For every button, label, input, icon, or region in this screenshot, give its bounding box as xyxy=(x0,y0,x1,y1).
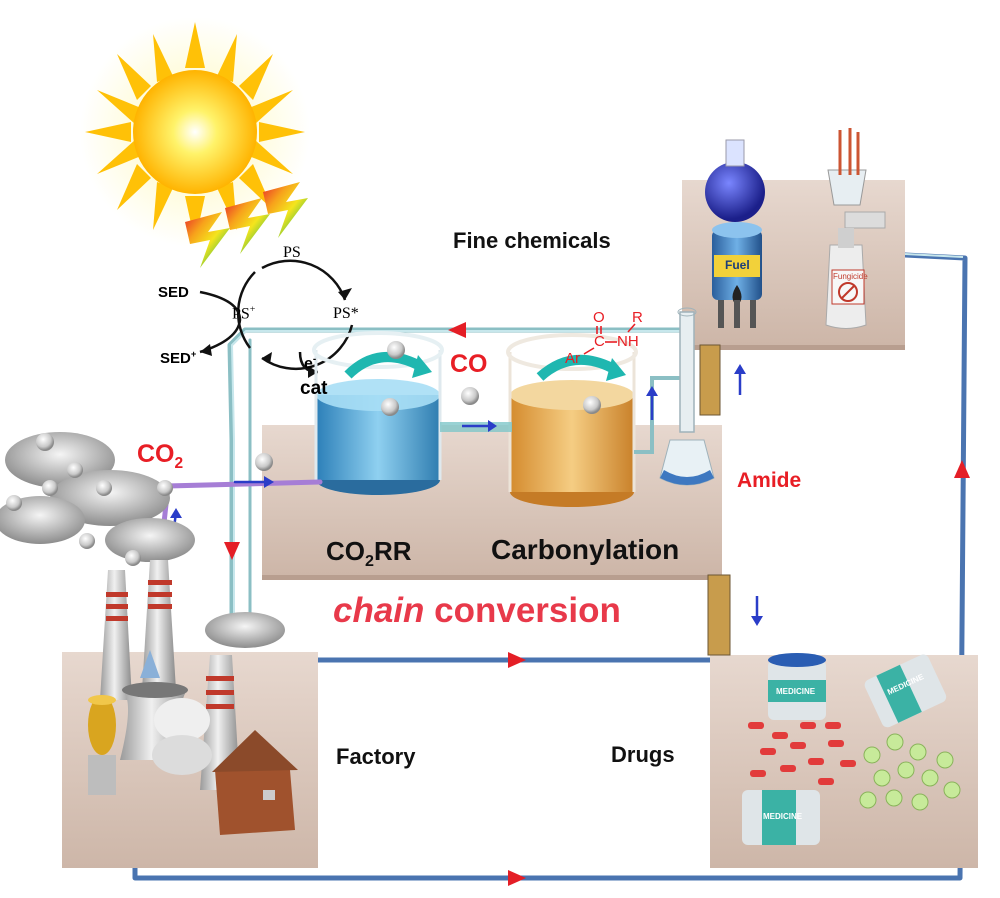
co2rr-label-a: CO xyxy=(326,536,365,566)
amide-label: Amide xyxy=(737,469,802,492)
factory-label: Factory xyxy=(336,744,416,769)
fine-chemicals-products xyxy=(705,128,886,329)
light-bolt-icons xyxy=(185,182,308,268)
ps-star-label: PS* xyxy=(333,305,359,322)
fine-chemicals-label: Fine chemicals xyxy=(453,228,611,253)
sed-plus-main: SED xyxy=(160,350,191,367)
conveyor-lower xyxy=(707,574,731,656)
amide-formula-c: C xyxy=(594,333,605,350)
amide-formula-ar: Ar xyxy=(565,350,580,367)
sun-icon xyxy=(80,17,310,247)
electron-label: e- xyxy=(304,354,316,373)
beaker-connector xyxy=(440,387,512,432)
medicine-label-1: MEDICINE xyxy=(776,687,816,696)
co2rr-beaker xyxy=(312,331,444,495)
ps-label: PS xyxy=(283,244,301,261)
drugs-products xyxy=(742,653,961,845)
smoke-cloud xyxy=(0,432,285,648)
amide-formula-o: O xyxy=(593,309,605,326)
conversion-word: conversion xyxy=(424,591,621,630)
amide-formula-r: R xyxy=(632,309,643,326)
co2rr-label: CO2RR xyxy=(326,536,412,571)
chain-conversion-label: chain conversion xyxy=(333,591,621,631)
sed-label: SED xyxy=(158,284,189,301)
co-label: CO xyxy=(450,350,488,378)
cat-label: cat xyxy=(300,378,328,399)
chain-word: chain xyxy=(333,591,425,630)
co2rr-label-sub: 2 xyxy=(365,552,374,571)
amide-formula-nh: NH xyxy=(617,333,639,350)
fungicide-label: Fungicide xyxy=(833,272,868,281)
ps-plus-sup: + xyxy=(249,304,256,315)
electron-main: e xyxy=(304,355,313,373)
factory-icon xyxy=(88,560,298,835)
distillation-column xyxy=(659,307,715,486)
fuel-label: Fuel xyxy=(725,258,750,272)
co2rr-label-b: RR xyxy=(373,536,412,566)
conveyor-upper xyxy=(699,344,721,416)
co2-label-main: CO xyxy=(137,440,175,468)
ps-plus-label: PS+ xyxy=(232,304,255,323)
co2-label-sub: 2 xyxy=(174,455,184,472)
electron-sup: - xyxy=(312,354,317,365)
photocatalytic-cycle xyxy=(199,259,354,374)
co2-label: CO2 xyxy=(137,440,183,473)
carbonylation-label: Carbonylation xyxy=(491,534,680,565)
sed-plus-sup: + xyxy=(190,349,197,359)
medicine-label-3: MEDICINE xyxy=(763,812,803,821)
ps-plus-main: PS xyxy=(232,305,250,323)
sed-plus-label: SED+ xyxy=(160,349,196,367)
drugs-label: Drugs xyxy=(611,742,675,767)
co2-molecules xyxy=(6,433,173,566)
